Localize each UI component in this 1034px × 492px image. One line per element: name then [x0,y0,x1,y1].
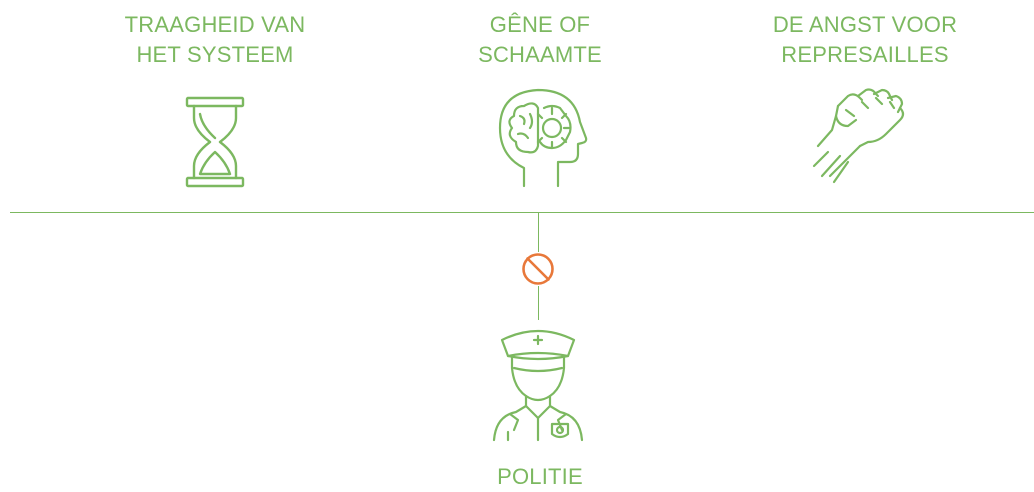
barrier-label-inertia-line1: TRAAGHEID VAN [124,12,306,37]
barrier-label-shame-line1: GÊNE OF [489,12,591,37]
barrier-label-shame-line2: SCHAAMTE [478,42,602,67]
prohibited-icon [521,252,555,286]
hourglass-icon [180,96,250,188]
police-officer-icon [488,322,588,442]
barrier-label-inertia: TRAAGHEID VAN HET SYSTEEM [110,10,320,70]
target-label-police: POLITIE [497,464,583,489]
barrier-label-shame: GÊNE OF SCHAAMTE [440,10,640,70]
barrier-label-fear: DE ANGST VOOR REPRESAILLES [750,10,980,70]
barrier-label-inertia-line2: HET SYSTEEM [136,42,294,67]
barrier-label-fear-line2: REPRESAILLES [781,42,949,67]
barrier-label-fear-line1: DE ANGST VOOR [772,12,958,37]
connector-line-top [538,212,539,252]
head-gear-brain-icon [494,86,590,188]
raised-fist-icon [812,86,908,188]
connector-line-bottom [538,286,539,320]
horizontal-divider [10,212,1034,213]
